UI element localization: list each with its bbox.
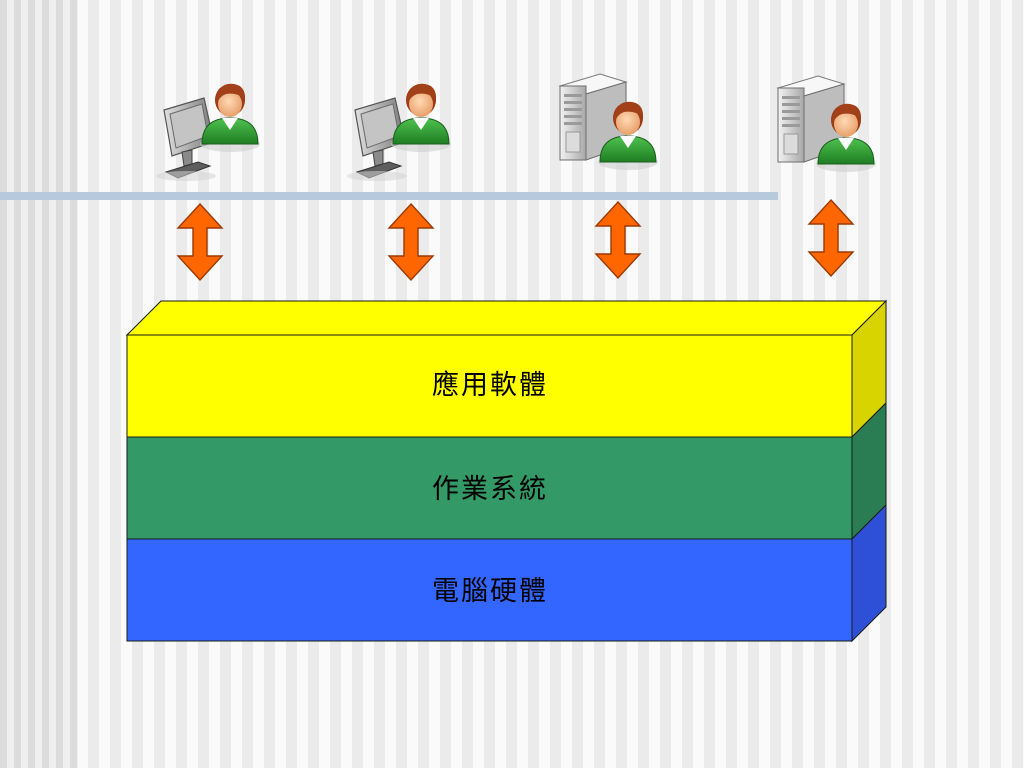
layer-label-hardware: 電腦硬體 — [432, 576, 548, 607]
double-arrow-icon — [388, 203, 434, 281]
layer-stack — [125, 299, 888, 643]
user-at-computer-icon — [155, 83, 261, 182]
layer-hardware — [126, 538, 853, 642]
double-arrow-icon — [595, 201, 641, 279]
layer-label-application: 應用軟體 — [432, 370, 548, 401]
network-bus-line — [0, 192, 778, 200]
layer-label-os: 作業系統 — [432, 474, 548, 505]
layer-os — [126, 436, 853, 540]
user-with-server-icon — [777, 75, 877, 173]
user-at-computer-icon — [346, 83, 452, 182]
user-with-server-icon — [559, 73, 659, 171]
stack-top-face — [125, 300, 888, 336]
left-stripe-bar — [0, 0, 78, 768]
layer-application — [126, 334, 853, 438]
double-arrow-icon — [808, 199, 854, 277]
double-arrow-icon — [177, 203, 223, 281]
